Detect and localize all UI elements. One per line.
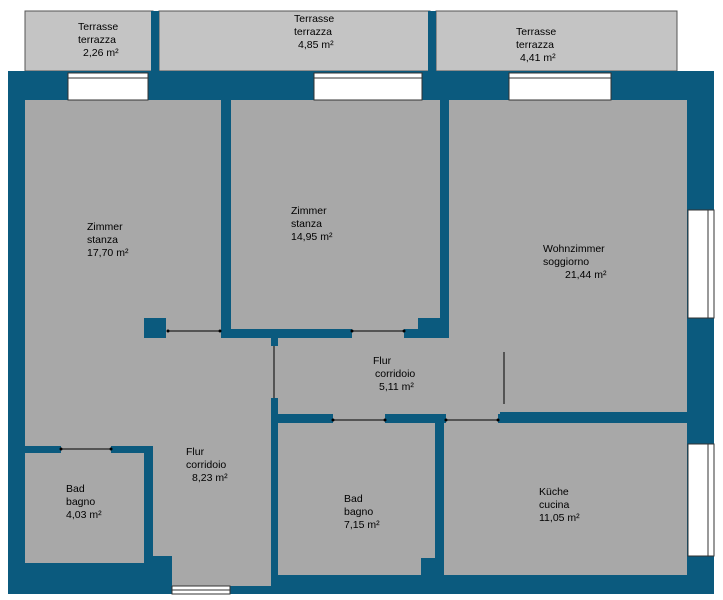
room-1-area: 17,70 m² — [87, 247, 129, 259]
kitchen-name-it: cucina — [539, 499, 570, 511]
living-area: 21,44 m² — [565, 269, 607, 281]
bath-1-floor — [25, 453, 144, 563]
wall-stub — [421, 558, 444, 575]
hall-2-name-it: corridoio — [186, 459, 226, 471]
living-name-it: soggiorno — [543, 256, 589, 268]
terrace-1-name: Terrasse — [78, 21, 118, 33]
hall-2-name: Flur — [186, 446, 205, 458]
wall-stub — [144, 318, 166, 338]
bath-1-area: 4,03 m² — [66, 509, 102, 521]
terrace-2-name-it: terrazza — [294, 26, 332, 38]
label-terrace-1: Terrasse terrazza 2,26 m² — [78, 21, 119, 59]
terrace-3-area — [435, 10, 678, 72]
label-terrace-3: Terrasse terrazza 4,41 m² — [516, 26, 556, 64]
wall-stub — [144, 556, 172, 586]
terrace-1-area — [24, 10, 154, 72]
bath-1-name-it: bagno — [66, 496, 95, 508]
kitchen-area: 11,05 m² — [539, 512, 580, 524]
hall-1-area: 5,11 m² — [379, 381, 414, 393]
label-hall-1: Flur corridoio 5,11 m² — [373, 355, 415, 393]
label-hall-2: Flur corridoio 8,23 m² — [186, 446, 228, 484]
terrace-divider-wall — [428, 11, 436, 71]
window — [67, 72, 149, 101]
terrace-1-area: 2,26 m² — [83, 47, 119, 59]
label-room-2: Zimmer stanza 14,95 m² — [291, 205, 333, 243]
terrace-divider-wall — [151, 11, 159, 71]
terrace-3-name: Terrasse — [516, 26, 556, 38]
window — [687, 209, 715, 319]
terrace-3-area: 4,41 m² — [520, 52, 556, 64]
terrace-2-area: 4,85 m² — [298, 39, 334, 51]
room-2-name-it: stanza — [291, 218, 322, 230]
room-1-name-it: stanza — [87, 234, 118, 246]
terrace-3-name-it: terrazza — [516, 39, 554, 51]
label-living: Wohnzimmer soggiorno 21,44 m² — [543, 243, 607, 281]
room-2-name: Zimmer — [291, 205, 327, 217]
terrace-2-area — [158, 10, 431, 72]
label-bath-2: Bad bagno 7,15 m² — [344, 493, 380, 531]
living-name: Wohnzimmer — [543, 243, 605, 255]
bath-1-name: Bad — [66, 483, 85, 495]
terrace-1-name-it: terrazza — [78, 34, 116, 46]
window — [313, 72, 423, 101]
kitchen-floor — [444, 423, 687, 575]
label-terrace-2: Terrasse terrazza 4,85 m² — [294, 13, 334, 51]
label-kitchen: Küche cucina 11,05 m² — [539, 486, 580, 524]
hall-1-name-it: corridoio — [375, 368, 415, 380]
terrace-2-name: Terrasse — [294, 13, 334, 25]
kitchen-name: Küche — [539, 486, 569, 498]
hall-2-floor — [153, 338, 271, 586]
room-2-area: 14,95 m² — [291, 231, 333, 243]
wall-stub — [418, 318, 448, 338]
hall-2-area: 8,23 m² — [192, 472, 228, 484]
room-1-name: Zimmer — [87, 221, 123, 233]
room-2-floor — [231, 100, 440, 329]
bath-2-area: 7,15 m² — [344, 519, 380, 531]
hall-1-floor — [278, 338, 500, 414]
door-openings — [59, 327, 507, 454]
label-room-1: Zimmer stanza 17,70 m² — [87, 221, 129, 259]
bath-2-name: Bad — [344, 493, 363, 505]
window — [687, 443, 715, 557]
bath-2-name-it: bagno — [344, 506, 373, 518]
label-bath-1: Bad bagno 4,03 m² — [66, 483, 102, 521]
window — [508, 72, 612, 101]
bath-2-floor — [278, 423, 435, 575]
hall-1-name: Flur — [373, 355, 392, 367]
